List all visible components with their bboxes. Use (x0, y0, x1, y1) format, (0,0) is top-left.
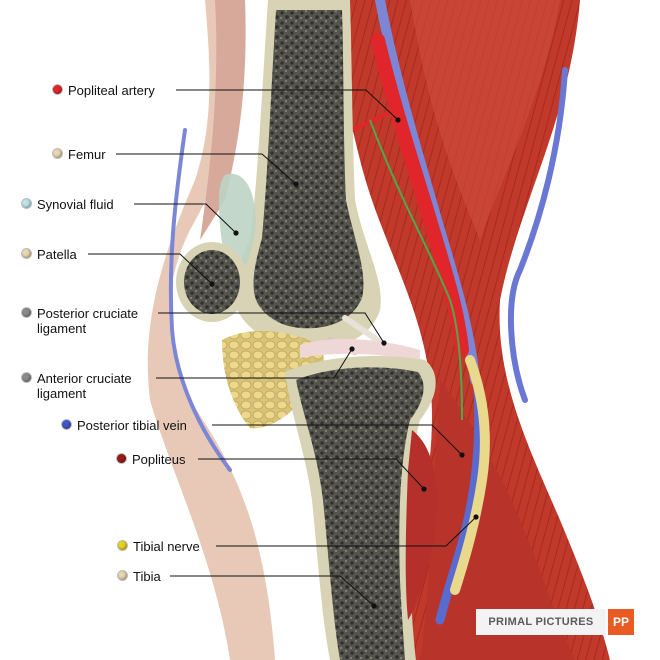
patella-dot (22, 249, 31, 258)
label-patella: Patella (37, 247, 77, 262)
brand-name: PRIMAL PICTURES (476, 609, 606, 635)
posterior-tibial-vein-dot (62, 420, 71, 429)
leader-tibia (170, 575, 375, 607)
label-anterior-cruciate-ligament: Anterior cruciate ligament (37, 371, 132, 401)
posterior-tibial-vein-shape (435, 385, 484, 625)
fat-pad (222, 330, 324, 429)
anterior-cruciate-ligament-dot (22, 373, 31, 382)
leader-acl (156, 348, 353, 379)
anterior-soft-tissue (147, 0, 275, 660)
small-saphenous-vein (507, 67, 568, 403)
tibial-nerve-shape (450, 355, 490, 595)
nerve-green (369, 119, 463, 421)
label-tibial-nerve: Tibial nerve (133, 539, 200, 554)
tibial-nerve-dot (118, 541, 127, 550)
posterior-cruciate-ligament-dot (22, 308, 31, 317)
popliteus-dot (117, 454, 126, 463)
tibia-dot (118, 571, 127, 580)
popliteal-artery-shape (371, 33, 469, 357)
label-femur: Femur (68, 147, 106, 162)
femur-dot (53, 149, 62, 158)
label-popliteal-artery: Popliteal artery (68, 83, 155, 98)
muscle-highlight (410, 0, 560, 240)
brand-badge: PRIMAL PICTURES PP (476, 609, 634, 635)
label-popliteus: Popliteus (132, 452, 186, 467)
leader-tibial-nerve (216, 516, 477, 547)
tibia-marrow (296, 367, 424, 660)
brand-logo-icon: PP (608, 609, 634, 635)
leader-lines (88, 89, 477, 607)
synovial-fluid-dot (22, 199, 31, 208)
label-posterior-tibial-vein: Posterior tibial vein (77, 418, 187, 433)
leader-popliteal-artery (176, 89, 399, 121)
meniscus (300, 338, 420, 362)
leader-endpoints (209, 117, 479, 609)
leader-posterior-tibial-vein (212, 424, 463, 456)
leader-pcl (158, 312, 385, 344)
leader-femur (116, 153, 297, 185)
label-tibia: Tibia (133, 569, 161, 584)
label-synovial-fluid: Synovial fluid (37, 197, 114, 212)
quadriceps-tendon (200, 0, 246, 240)
label-posterior-cruciate-ligament: Posterior cruciate ligament (37, 306, 139, 336)
great-saphenous-vein (168, 128, 232, 472)
leader-popliteus (198, 458, 425, 490)
popliteal-artery-dot (53, 85, 62, 94)
leader-synovial-fluid (134, 203, 237, 234)
leader-patella (88, 253, 213, 285)
